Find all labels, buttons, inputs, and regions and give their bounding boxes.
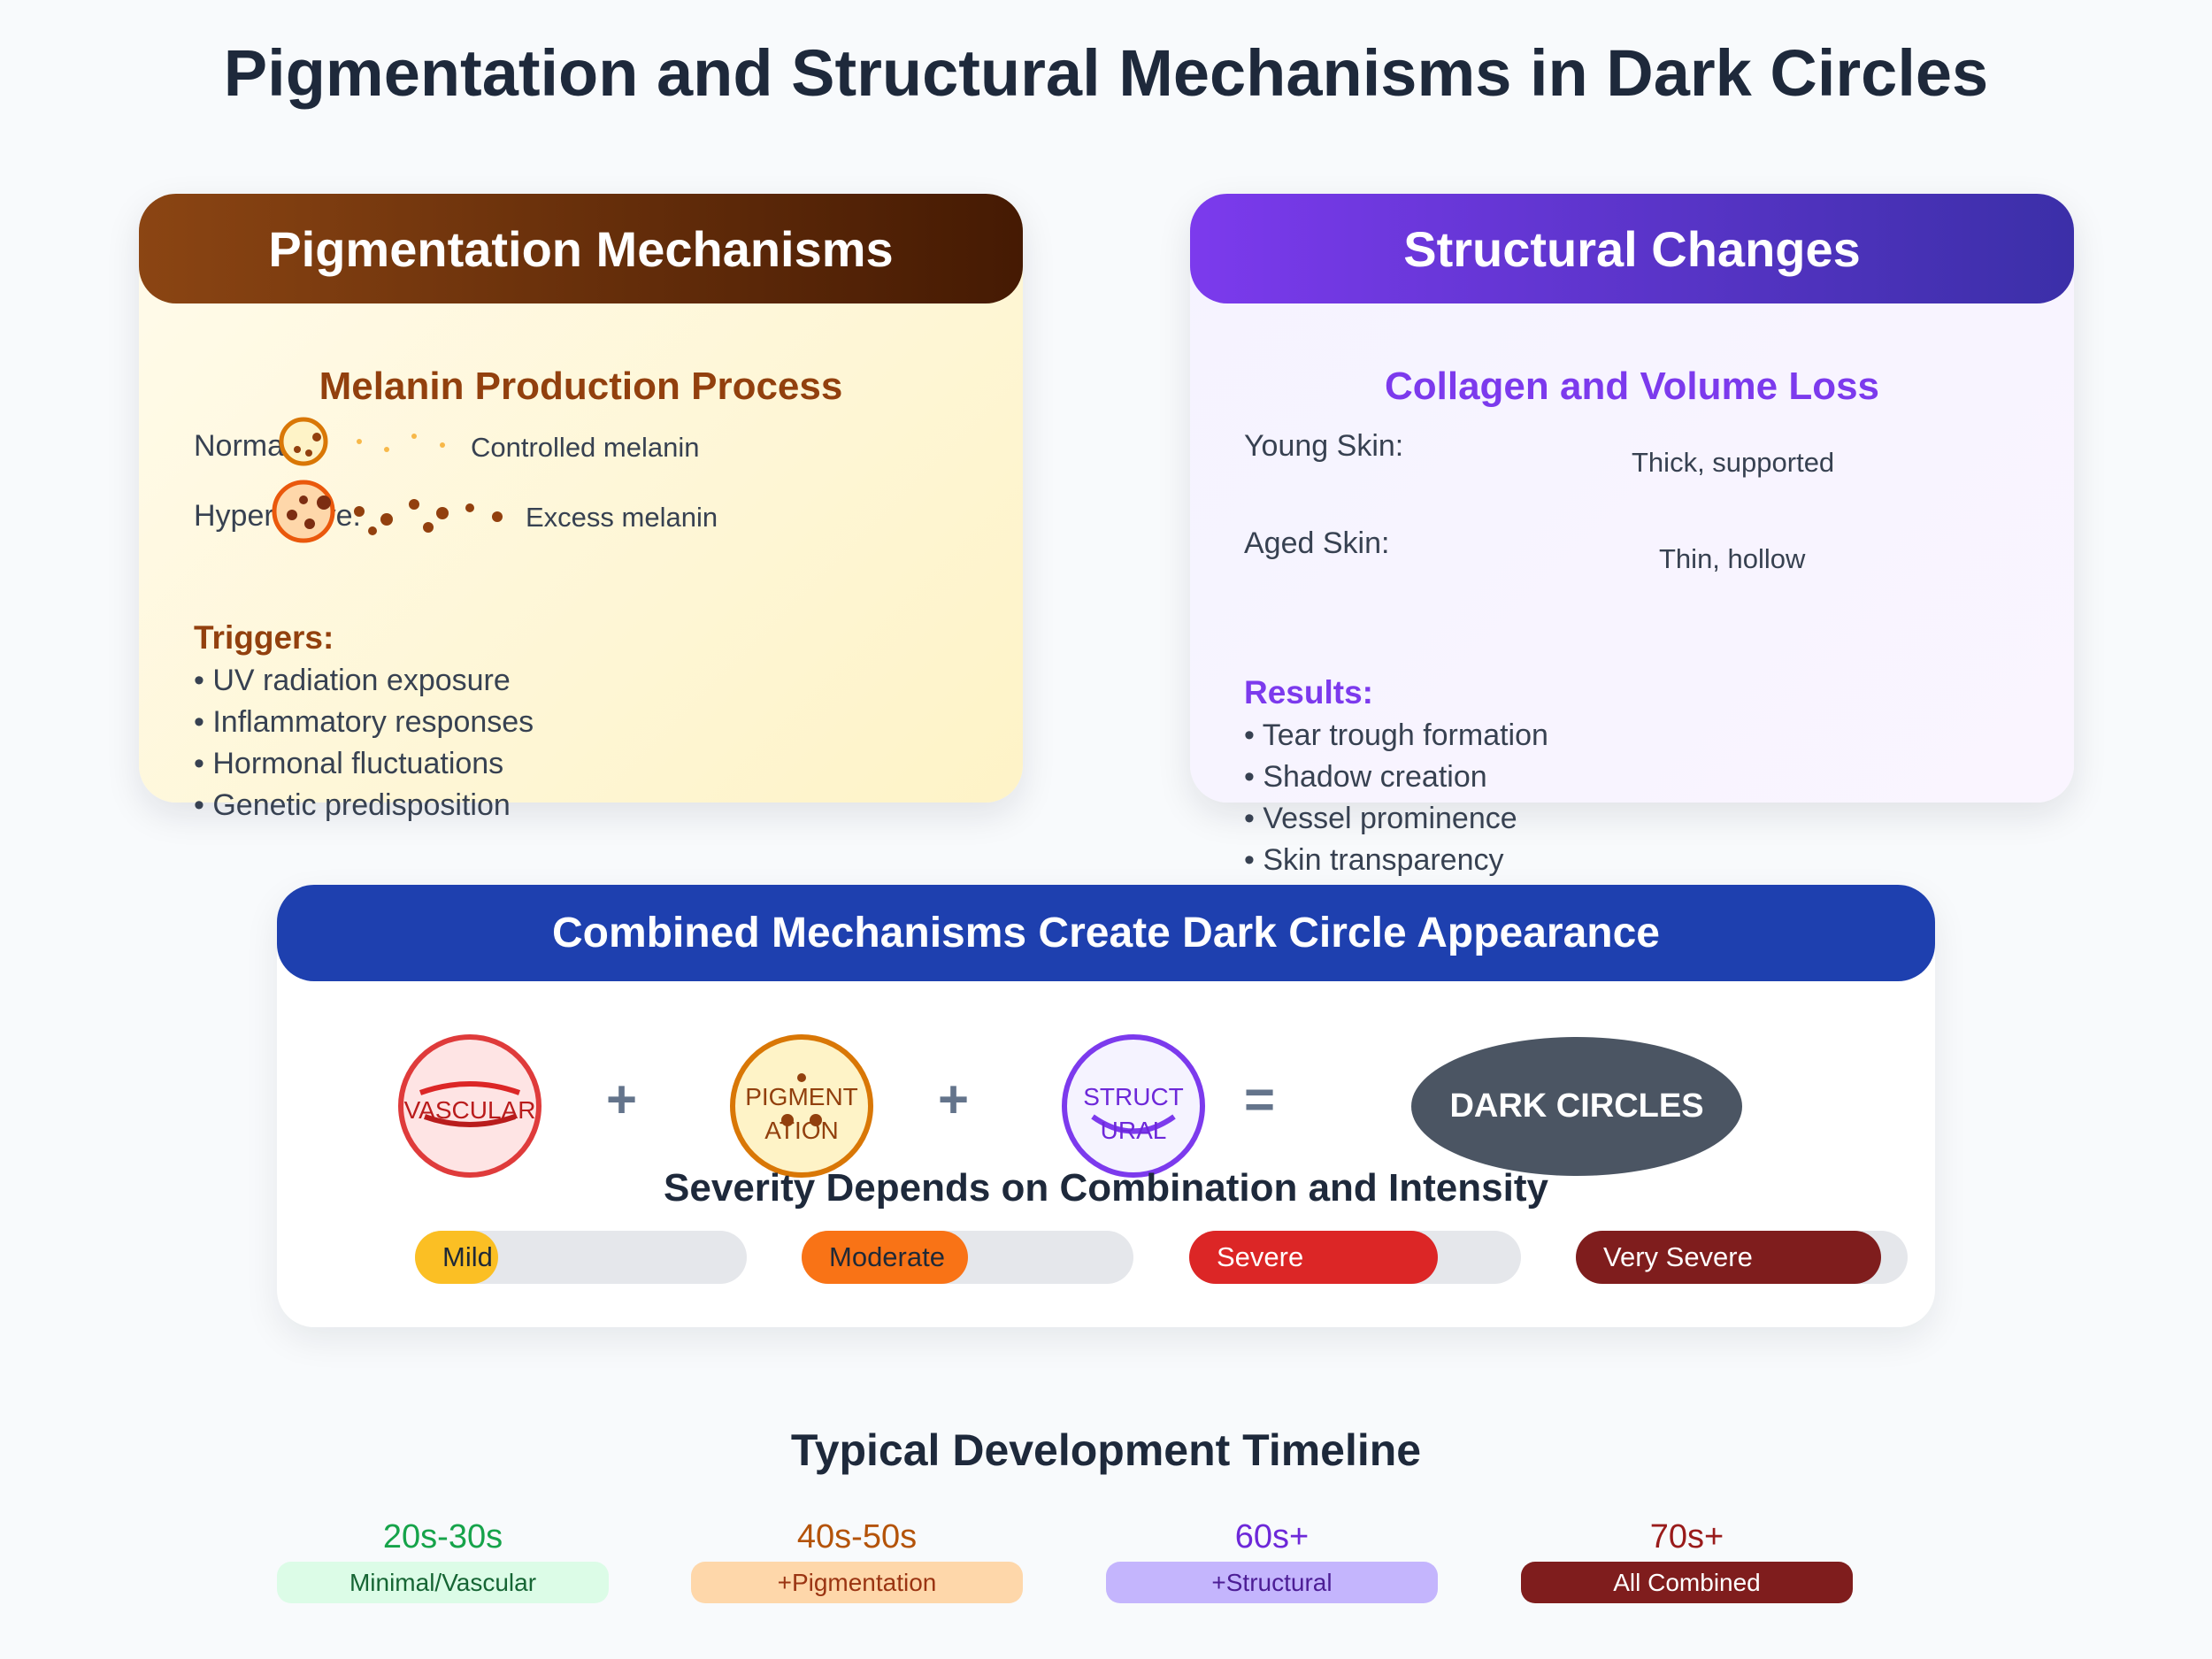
hyperactive-note: Excess melanin <box>526 502 718 533</box>
pigmentation-label-line1: PIGMENT <box>745 1083 858 1110</box>
list-item: Skin transparency <box>1244 840 1548 881</box>
structural-circle-icon <box>1062 1034 1205 1178</box>
severity-label: Moderate <box>829 1241 945 1272</box>
severity-label: Mild <box>442 1241 493 1272</box>
severity-label: Very Severe <box>1603 1241 1753 1272</box>
page-title: Pigmentation and Structural Mechanisms i… <box>223 36 1989 110</box>
severity-title: Severity Depends on Combination and Inte… <box>664 1166 1548 1210</box>
timeline-age: 60s+ <box>1234 1518 1310 1555</box>
normal-melanin-granules <box>357 434 445 452</box>
list-item: UV radiation exposure <box>194 660 534 702</box>
severity-bar-severe: Severe <box>1189 1231 1521 1284</box>
severity-label: Severe <box>1217 1241 1304 1272</box>
results-title: Results: <box>1244 674 1373 710</box>
pigmentation-circle-icon <box>730 1034 873 1178</box>
severity-fill <box>1189 1231 1439 1284</box>
list-item: Genetic predisposition <box>194 785 534 826</box>
structural-label-line1: STRUCT <box>1083 1083 1184 1110</box>
results-list: Tear trough formation Shadow creation Ve… <box>1244 715 1548 881</box>
structural-card: Structural Changes <box>1190 194 2074 803</box>
equals-sign: = <box>1244 1070 1276 1129</box>
severity-fill <box>802 1231 968 1284</box>
structural-label-line2: URAL <box>1100 1117 1167 1144</box>
timeline-age: 40s-50s <box>796 1518 918 1555</box>
severity-bar-very-severe: Very Severe <box>1576 1231 1908 1284</box>
severity-bar-moderate: Moderate <box>802 1231 1133 1284</box>
dark-circles-result: DARK CIRCLES <box>1411 1037 1742 1176</box>
list-item: Shadow creation <box>1244 757 1548 798</box>
list-item: Inflammatory responses <box>194 702 534 743</box>
melanin-process-subtitle: Melanin Production Process <box>319 365 843 408</box>
list-item: Tear trough formation <box>1244 715 1548 757</box>
normal-note: Controlled melanin <box>471 432 700 463</box>
vascular-label: VASCULAR <box>403 1096 536 1124</box>
young-skin-note: Thick, supported <box>1632 447 1835 478</box>
aged-skin-label: Aged Skin: <box>1244 526 1390 560</box>
structural-header: Structural Changes <box>1190 194 2074 303</box>
list-item: Vessel prominence <box>1244 798 1548 840</box>
severity-bar-mild: Mild <box>415 1231 747 1284</box>
hyperactive-melanocyte-icon <box>272 480 335 543</box>
pigmentation-header: Pigmentation Mechanisms <box>139 194 1023 303</box>
timeline-stage-pill: Minimal/Vascular <box>277 1562 609 1603</box>
timeline-title: Typical Development Timeline <box>790 1425 1422 1475</box>
severity-fill <box>415 1231 498 1284</box>
plus-sign: + <box>938 1070 970 1129</box>
list-item: Hormonal fluctuations <box>194 743 534 785</box>
timeline-age: 20s-30s <box>382 1518 503 1555</box>
collagen-subtitle: Collagen and Volume Loss <box>1384 365 1880 408</box>
normal-melanocyte-icon <box>279 417 328 466</box>
triggers-list: UV radiation exposure Inflammatory respo… <box>194 660 534 826</box>
aged-skin-note: Thin, hollow <box>1659 543 1806 574</box>
timeline-stage-pill: +Structural <box>1106 1562 1438 1603</box>
timeline-stage-pill: All Combined <box>1521 1562 1853 1603</box>
plus-sign: + <box>606 1070 638 1129</box>
timeline-stage-pill: +Pigmentation <box>691 1562 1023 1603</box>
timeline-age: 70s+ <box>1649 1518 1724 1555</box>
triggers-title: Triggers: <box>194 619 334 656</box>
severity-fill <box>1576 1231 1881 1284</box>
combined-header: Combined Mechanisms Create Dark Circle A… <box>277 885 1935 981</box>
pigmentation-label-line2: ATION <box>764 1117 839 1144</box>
young-skin-label: Young Skin: <box>1244 429 1404 463</box>
vascular-circle-icon <box>398 1034 541 1178</box>
excess-melanin-granules <box>354 499 503 535</box>
